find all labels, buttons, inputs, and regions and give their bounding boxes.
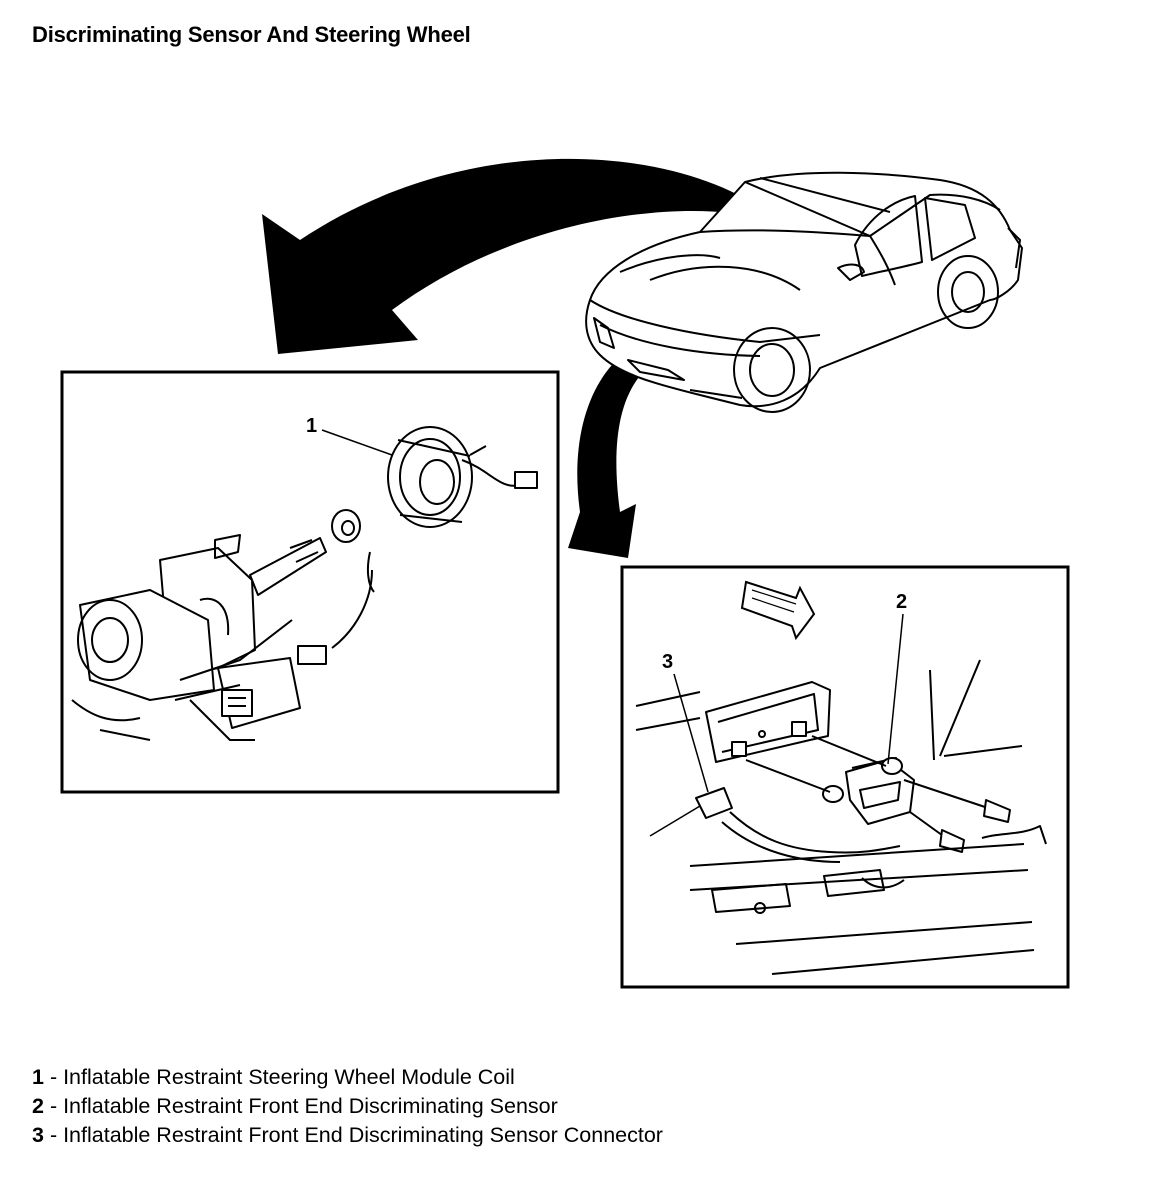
legend-separator: - — [43, 1065, 64, 1089]
connector-pointer-line — [649, 805, 701, 837]
forward-direction-arrow — [740, 580, 816, 641]
small-curved-arrow — [568, 350, 645, 558]
steering-column-panel — [60, 370, 560, 794]
sensor-panel — [620, 565, 1070, 989]
legend-separator: - — [43, 1123, 64, 1147]
car-illustration — [585, 171, 1023, 413]
callout-leader-1 — [321, 429, 393, 456]
legend-separator: - — [43, 1094, 64, 1118]
callout-leader-3 — [673, 673, 709, 793]
legend-item: 1 - Inflatable Restraint Steering Wheel … — [32, 1063, 663, 1092]
legend-text: Inflatable Restraint Front End Discrimin… — [63, 1123, 663, 1147]
sensor-illustration — [635, 659, 1047, 975]
legend-text: Inflatable Restraint Steering Wheel Modu… — [63, 1065, 515, 1089]
callout-leader-2 — [887, 613, 904, 765]
steering-column-illustration — [71, 426, 538, 741]
legend-number: 2 — [32, 1094, 44, 1118]
legend-item: 2 - Inflatable Restraint Front End Discr… — [32, 1092, 663, 1121]
callout-label-3: 3 — [662, 651, 673, 673]
large-curved-arrow — [262, 158, 778, 354]
diagram-title: Discriminating Sensor And Steering Wheel — [32, 22, 471, 47]
callout-label-2: 2 — [896, 591, 907, 613]
legend-number: 3 — [32, 1123, 44, 1147]
callout-label-1: 1 — [306, 415, 317, 437]
legend: 1 - Inflatable Restraint Steering Wheel … — [32, 1063, 663, 1150]
legend-number: 1 — [32, 1065, 44, 1089]
legend-text: Inflatable Restraint Front End Discrimin… — [63, 1094, 558, 1118]
legend-item: 3 - Inflatable Restraint Front End Discr… — [32, 1121, 663, 1150]
arrow-hatching — [751, 589, 797, 613]
